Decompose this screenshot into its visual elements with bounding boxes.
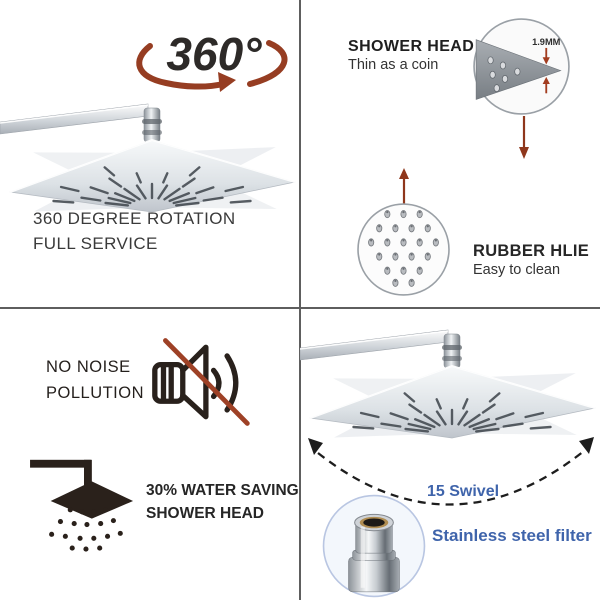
thickness-label: 1.9MM (532, 37, 561, 47)
quadrant-divider-horizontal (0, 307, 600, 309)
rubber-heading: RUBBER HLIE (473, 242, 590, 260)
thin-heading: SHOWER HEAD (348, 38, 475, 55)
swivel-label: 15 Swivel (427, 483, 500, 500)
thin-subheading: Thin as a coin (348, 57, 439, 73)
rotation-caption: 360 DEGREE ROTATION FULL SERVICE (33, 206, 236, 256)
quadrant-divider-vertical (299, 0, 301, 600)
shower-head-photo-swivel (300, 318, 600, 448)
muted-speaker-icon (152, 338, 250, 426)
thickness-measure-arrows (542, 47, 550, 94)
no-noise-line1: NO NOISE (46, 358, 131, 376)
water-saving-line2: SHOWER HEAD (146, 505, 264, 522)
pointer-arrow-down-icon (519, 116, 529, 159)
rotation-caption-line2: FULL SERVICE (33, 234, 158, 253)
thin-edge-detail-circle: 1.9MM (473, 18, 570, 115)
water-saving-line1: 30% WATER SAVING (146, 482, 299, 499)
nozzle-grid-detail-circle (357, 203, 450, 296)
water-saving-caption: 30% WATER SAVING SHOWER HEAD (146, 479, 299, 525)
rubber-subheading: Easy to clean (473, 262, 561, 278)
logo-360-text: 360° (166, 28, 262, 80)
pointer-arrow-up-icon (399, 168, 409, 206)
no-noise-caption: NO NOISE POLLUTION (46, 354, 144, 406)
360-rotation-icon: 360° (136, 28, 288, 92)
shower-spray-icon (30, 459, 134, 552)
no-noise-line2: POLLUTION (46, 384, 145, 402)
rotation-caption-line1: 360 DEGREE ROTATION (33, 209, 236, 228)
shower-head-photo-rotation (0, 92, 300, 222)
filter-label: Stainless steel filter (432, 526, 592, 545)
swivel-arc-icon (308, 437, 594, 506)
filter-connector-photo (322, 494, 426, 598)
